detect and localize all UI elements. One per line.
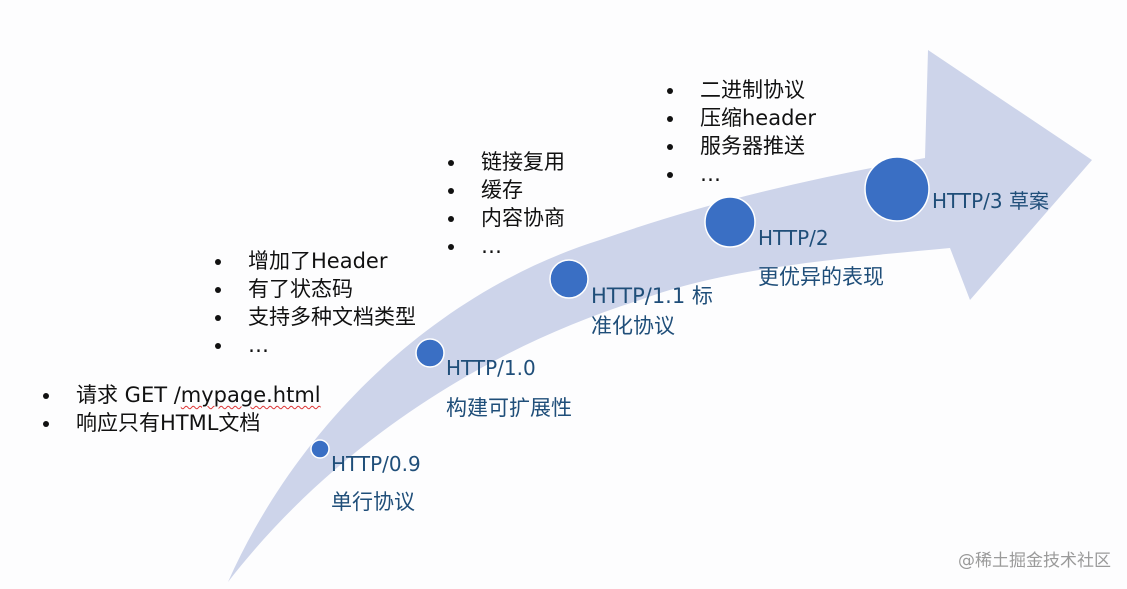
feature-item: 压缩header	[664, 104, 816, 132]
node-http10	[415, 338, 445, 368]
feature-item: …	[212, 331, 416, 359]
source-credit: @稀土掘金技术社区	[958, 551, 1111, 571]
label-http09: HTTP/0.9	[331, 452, 421, 476]
features-http11: 链接复用 缓存 内容协商 …	[445, 148, 565, 260]
feature-item: 有了状态码	[212, 275, 416, 303]
feature-text: 请求 GET /	[76, 383, 181, 407]
feature-item: 响应只有HTML文档	[40, 409, 321, 437]
node-http3	[864, 156, 930, 222]
features-http2: 二进制协议 压缩header 服务器推送 …	[664, 76, 816, 188]
feature-item: 缓存	[445, 176, 565, 204]
feature-item: 服务器推送	[664, 132, 816, 160]
label-http10: HTTP/1.0	[446, 356, 536, 380]
desc-http09: 单行协议	[331, 490, 415, 514]
feature-item: …	[664, 160, 816, 188]
feature-item: 请求 GET /mypage.html	[40, 381, 321, 409]
label-http2: HTTP/2	[758, 226, 829, 250]
desc-http2: 更优异的表现	[758, 265, 884, 289]
feature-item: …	[445, 232, 565, 260]
feature-item: 内容协商	[445, 204, 565, 232]
feature-item: 链接复用	[445, 148, 565, 176]
spellcheck-underlined-text: mypage.html	[180, 383, 321, 407]
feature-item: 支持多种文档类型	[212, 303, 416, 331]
feature-item: 二进制协议	[664, 76, 816, 104]
node-http09	[310, 439, 330, 459]
feature-item: 增加了Header	[212, 247, 416, 275]
node-http2	[704, 196, 756, 248]
desc-http10: 构建可扩展性	[446, 396, 572, 420]
features-http10: 增加了Header 有了状态码 支持多种文档类型 …	[212, 247, 416, 359]
node-http11	[549, 259, 589, 299]
label-http11: HTTP/1.1 标准化协议	[591, 284, 713, 338]
label-http3: HTTP/3 草案	[932, 189, 1050, 213]
features-http09: 请求 GET /mypage.html 响应只有HTML文档	[40, 381, 321, 437]
